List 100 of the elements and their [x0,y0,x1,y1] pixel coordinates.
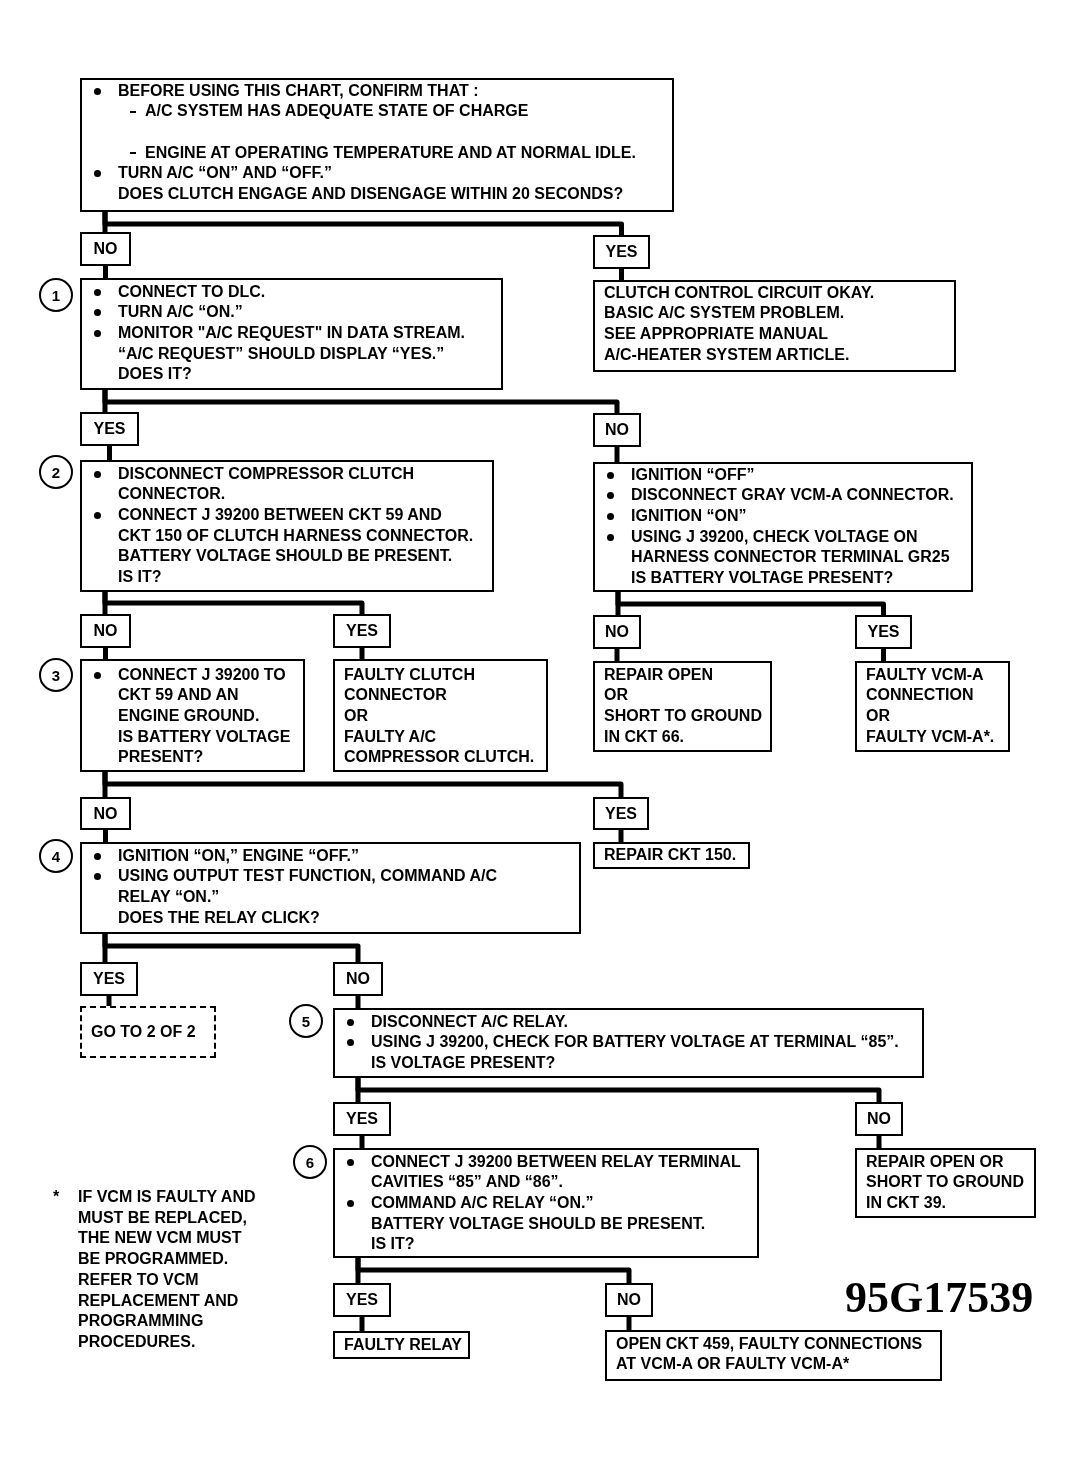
connector-line [881,649,886,661]
result-text: REPAIR OPEN OR SHORT TO GROUND IN CKT 39. [866,1151,1025,1213]
instruction-text: CONNECT J 39200 BETWEEN CKT 59 AND CKT 150 OF CLUTCH HARNESS CONNECTOR. [94,505,476,547]
branch-label: YES [855,615,912,649]
connector-line [359,1317,365,1331]
branch-label: NO [605,1283,653,1317]
branch-label: YES [80,962,138,996]
result-text: OR [866,706,890,726]
footnote-mark: * [53,1187,61,1207]
result-box [593,842,750,869]
step-number: 4 [39,839,73,873]
connector-line [355,996,361,1008]
result-box [333,659,548,772]
instruction-text: IS IT? [118,567,162,588]
instruction-text: BATTERY VOLTAGE SHOULD BE PRESENT. [118,546,453,567]
step-box [80,842,581,934]
footnote-text: IF VCM IS FAULTY AND MUST BE REPLACED, THE NEW VCM MUST BE PROGRAMMED. REFER TO VCM REPLACEMENT AND PROGRAMMING PROCEDURES. [78,1187,257,1352]
step-number: 6 [293,1145,327,1179]
instruction-text: IGNITION “ON,” ENGINE “OFF.” [94,845,359,867]
branch-label: NO [593,413,641,447]
instruction-text: CONNECT J 39200 BETWEEN RELAY TERMINAL CAVITIES “85” AND “86”. [347,1151,751,1193]
instruction-text: DOES IT? [118,364,192,385]
instruction-text: IS BATTERY VOLTAGE PRESENT? [631,568,894,589]
connector-line [615,592,886,615]
result-text: OPEN CKT 459, FAULTY CONNECTIONS AT VCM-A OR FAULTY VCM-A* [616,1333,924,1375]
connector-line [103,648,108,659]
branch-label: NO [80,614,131,648]
result-text: SEE APPROPRIATE MANUAL A/C-HEATER SYSTEM ARTICLE. [604,324,851,365]
connector-line [626,1317,632,1330]
branch-label: YES [593,797,649,830]
connector-line [619,269,624,280]
instruction-text: CONNECT J 39200 TO CKT 59 AND AN ENGINE GROUND. [94,664,302,727]
step-number: 2 [39,455,73,489]
step-box [80,278,503,390]
instruction-text: DISCONNECT COMPRESSOR CLUTCH CONNECTOR. [94,463,488,505]
result-text: FAULTY VCM-A*. [866,726,995,747]
instruction-text: USING J 39200, CHECK VOLTAGE ON HARNESS CONNECTOR TERMINAL GR25 [607,526,967,569]
step-box [80,460,494,592]
connector-line [107,446,112,460]
goto-box [80,1006,216,1058]
connector-line [614,649,620,661]
connector-line [103,830,108,842]
result-text: FAULTY CLUTCH CONNECTOR [344,664,476,706]
result-box [333,1331,470,1359]
instruction-text: DISCONNECT GRAY VCM-A CONNECTOR. [607,485,954,506]
instruction-text: TURN A/C “ON” AND “OFF.” [94,163,332,185]
result-box [593,280,956,372]
instruction-text: IGNITION “OFF” [607,464,755,486]
connector-line [102,772,624,797]
connector-line [102,212,624,235]
connector-line [106,996,112,1006]
result-text: REPAIR OPEN [604,664,714,685]
connector-line [102,934,361,962]
step-box [333,1008,924,1078]
instruction-text: IS IT? [371,1234,415,1255]
step-number: 3 [39,658,73,692]
result-text: FAULTY VCM-A CONNECTION [866,664,985,706]
branch-label: NO [855,1102,903,1136]
branch-label: YES [80,412,139,446]
result-text: FAULTY RELAY [344,1334,462,1355]
instruction-text: IS VOLTAGE PRESENT? [371,1053,556,1073]
instruction-text: A/C SYSTEM HAS ADEQUATE STATE OF CHARGE [130,101,529,122]
result-box [605,1330,942,1381]
result-text: SHORT TO GROUND IN CKT 66. [604,706,763,747]
result-text: BASIC A/C SYSTEM PROBLEM. [604,303,845,324]
instruction-text: TURN A/C “ON.” [94,302,243,323]
step-number: 5 [289,1004,323,1038]
step-box [80,78,674,212]
connector-line [618,830,624,842]
instruction-text: COMMAND A/C RELAY “ON.” [347,1193,594,1214]
instruction-text: MONITOR "A/C REQUEST" IN DATA STREAM. [94,323,466,344]
branch-label: NO [593,615,641,649]
instruction-text: IS BATTERY VOLTAGE PRESENT? [118,726,292,768]
instruction-text: ENGINE AT OPERATING TEMPERATURE AND AT NORMAL IDLE. [130,142,636,164]
step-box [593,462,973,592]
result-box [855,1148,1036,1218]
result-box [593,661,772,752]
result-box [855,661,1010,752]
instruction-text: “A/C REQUEST” SHOULD DISPLAY “YES.” [118,343,445,364]
branch-label: YES [593,235,650,269]
branch-label: YES [333,614,391,648]
instruction-text: DISCONNECT A/C RELAY. [347,1011,569,1033]
instruction-text: DOES CLUTCH ENGAGE AND DISENGAGE WITHIN 20 SECONDS? [118,184,624,205]
connector-line [103,266,108,278]
result-text: FAULTY A/C COMPRESSOR CLUTCH. [344,726,536,768]
connector-line [359,648,365,659]
goto-text: GO TO 2 OF 2 [91,1021,196,1042]
instruction-text: BEFORE USING THIS CHART, CONFIRM THAT : [94,80,479,102]
instruction-text: USING J 39200, CHECK FOR BATTERY VOLTAGE AT TERMINAL “85”. [347,1032,899,1053]
result-text: CLUTCH CONTROL CIRCUIT OKAY. [604,282,875,303]
step-number: 1 [39,278,73,312]
result-text: REPAIR CKT 150. [604,844,737,865]
result-text: OR [604,685,628,706]
connector-line [102,390,620,413]
figure-number: 95G17539 [845,1276,1034,1320]
connector-line [355,1078,882,1102]
instruction-text: CONNECT TO DLC. [94,281,266,303]
connector-line [614,447,620,462]
instruction-text: BATTERY VOLTAGE SHOULD BE PRESENT. [371,1213,706,1234]
branch-label: NO [80,232,131,266]
